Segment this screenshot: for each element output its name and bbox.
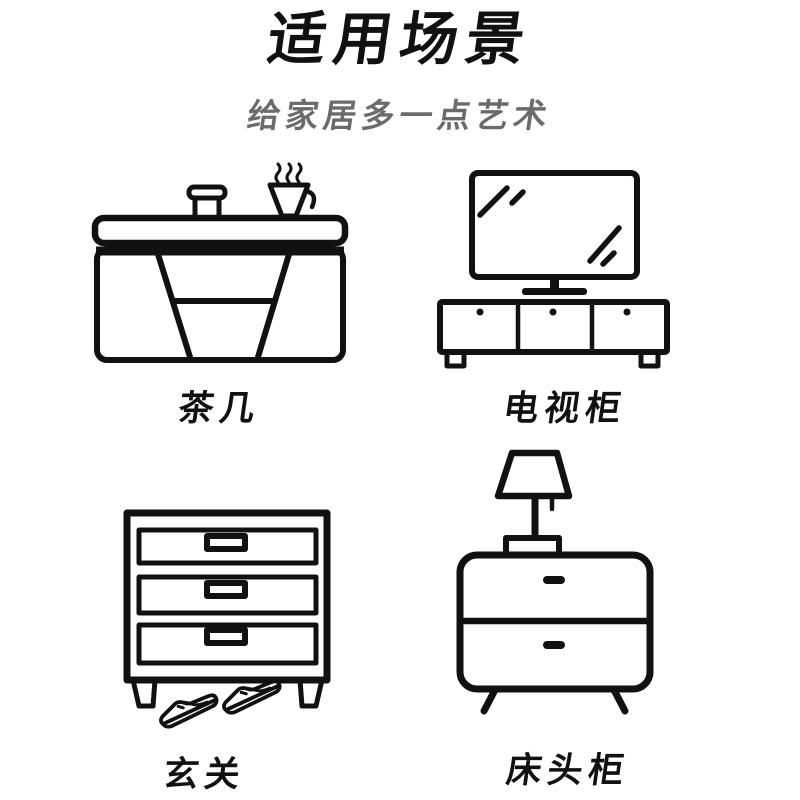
drawer-handle-2 <box>204 580 248 599</box>
page-subtitle: 给家居多一点艺术 <box>0 89 800 137</box>
page-title-text: 适用场景 <box>263 7 537 72</box>
page-subtitle-text: 给家居多一点艺术 <box>245 97 555 134</box>
scene-label-nightstand: 床头柜 <box>503 751 633 790</box>
coffee-mug <box>267 182 311 219</box>
cabinet-leg-left <box>130 677 158 709</box>
scene-label-entryway: 玄关 <box>161 755 249 794</box>
steam-lines <box>274 162 303 184</box>
nightstand-icon <box>456 449 654 715</box>
drawer-knob-2 <box>549 308 557 316</box>
drawer-knob-1 <box>476 308 484 316</box>
page-title: 适用场景 <box>0 7 800 72</box>
table-body <box>94 246 346 363</box>
scene-entryway: 玄关 <box>120 505 335 795</box>
screen-glare-lines <box>477 185 622 267</box>
tv-stand-neck <box>550 275 559 291</box>
scene-label-coffee-table: 茶几 <box>175 389 264 428</box>
sneaker-left <box>159 693 219 729</box>
scene-coffee-table: 茶几 <box>85 160 355 430</box>
cabinet-leg-right <box>297 677 325 709</box>
nightstand-handle-bottom <box>543 641 565 649</box>
tv-screen <box>469 170 640 280</box>
lamp-shade <box>494 449 573 500</box>
tv-cabinet-icon <box>437 170 670 369</box>
small-cup-lid <box>186 184 228 201</box>
table-top <box>91 214 349 247</box>
scene-label-tv-cabinet: 电视柜 <box>501 389 630 428</box>
nightstand-handle-top <box>543 576 565 584</box>
shoe-cabinet-icon <box>123 509 331 729</box>
drawer-handle-1 <box>204 533 248 552</box>
scene-nightstand: 床头柜 <box>455 445 660 790</box>
tv-stand-base <box>522 288 587 295</box>
sneaker-right <box>222 679 282 715</box>
drawer-knob-3 <box>623 308 631 316</box>
scene-tv-cabinet: 电视柜 <box>435 160 685 430</box>
tv-cabinet-body <box>437 299 670 355</box>
drawer-handle-3 <box>204 627 248 646</box>
coffee-table-icon <box>91 162 349 363</box>
